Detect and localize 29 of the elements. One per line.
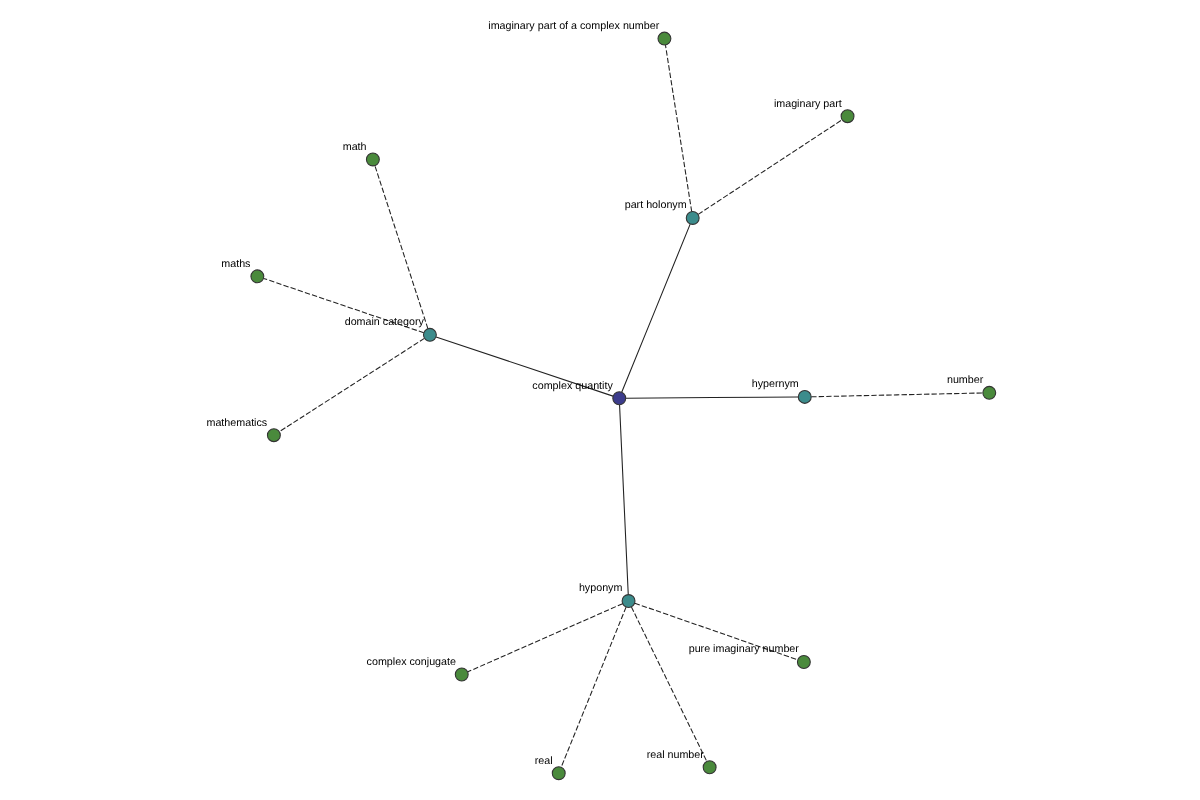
node-circle	[421, 327, 436, 342]
connector	[629, 606, 707, 762]
connector	[624, 396, 798, 399]
node-circle	[620, 594, 635, 608]
connector	[618, 404, 628, 595]
node-circle	[981, 385, 996, 400]
node-circle	[364, 152, 379, 167]
connector	[434, 336, 613, 397]
connector	[559, 606, 626, 768]
connector	[663, 44, 692, 213]
connector	[262, 277, 424, 334]
node-circle	[796, 389, 811, 404]
node-circle	[550, 766, 565, 781]
node-circle	[611, 391, 626, 406]
connector	[696, 119, 842, 215]
node-circle	[249, 269, 264, 284]
node-circle	[701, 760, 716, 775]
node-circle	[656, 31, 671, 46]
connector	[633, 602, 798, 661]
node-circle	[265, 428, 280, 443]
connector	[373, 165, 428, 330]
node-circle	[453, 667, 468, 682]
connector	[278, 337, 424, 433]
connector	[620, 223, 690, 393]
node-circle	[795, 655, 810, 669]
connector	[809, 392, 983, 398]
node-circle	[839, 109, 854, 124]
connector	[466, 603, 623, 673]
node-circle	[684, 211, 699, 225]
